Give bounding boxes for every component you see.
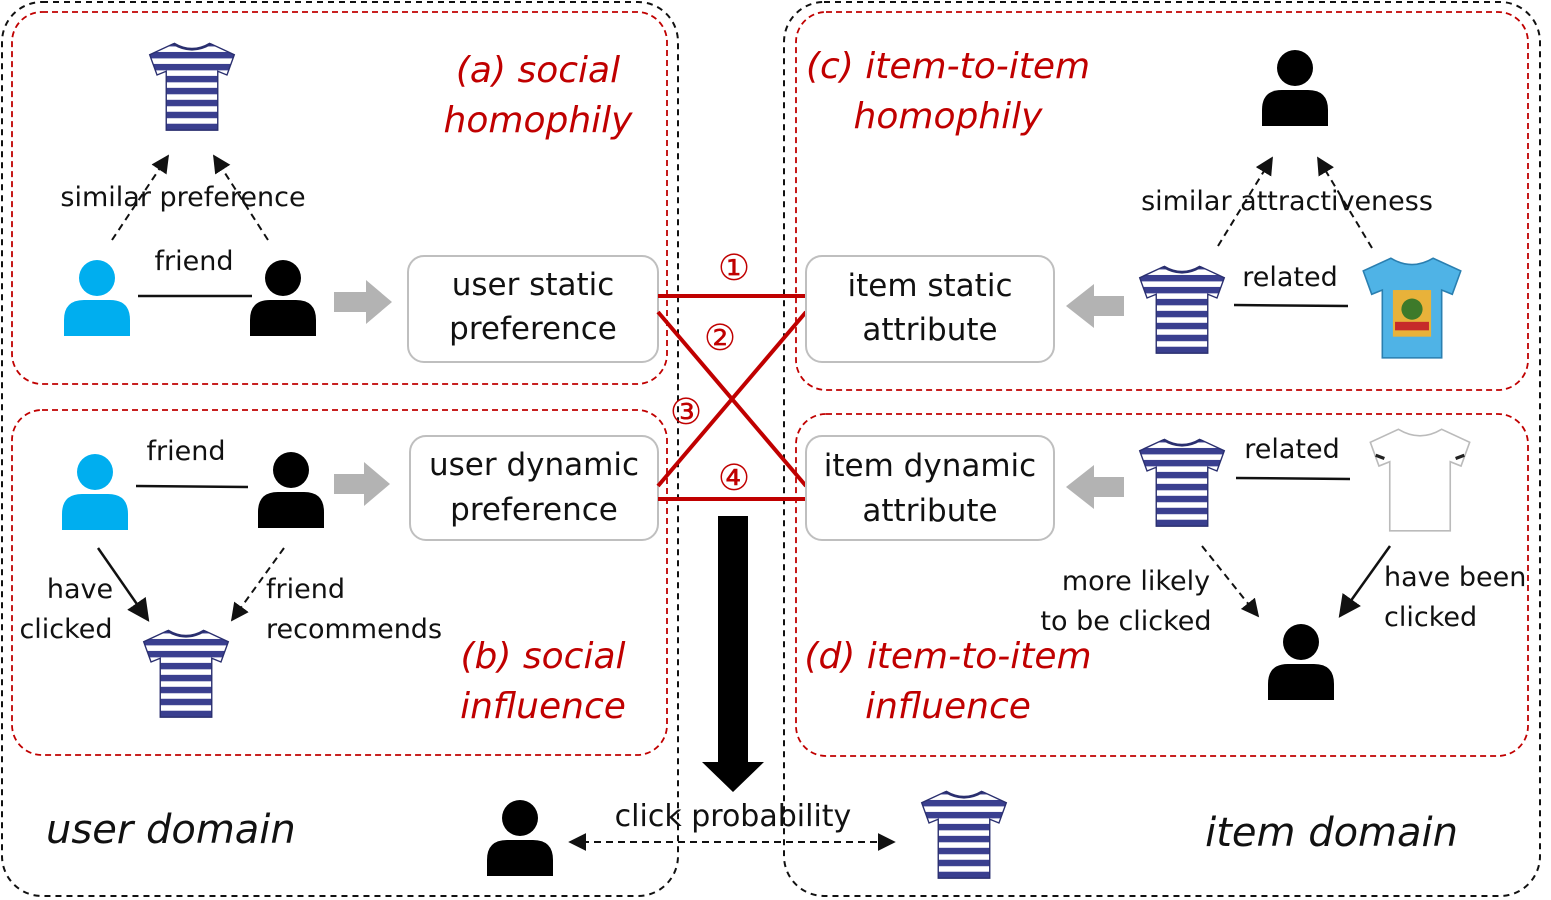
panel-a-title-2: homophily bbox=[444, 100, 634, 141]
related-label-d: related bbox=[1244, 434, 1340, 465]
panel-d-border bbox=[795, 413, 1529, 757]
item-dynamic-line1: item dynamic bbox=[824, 448, 1036, 484]
item-static-line1: item static bbox=[847, 268, 1012, 304]
panel-c-border bbox=[795, 11, 1529, 391]
gray-arrow bbox=[1066, 284, 1124, 328]
dashed-arrow bbox=[1201, 545, 1260, 618]
person-icon bbox=[258, 452, 324, 528]
person-icon-blue bbox=[62, 454, 128, 530]
dashed-arrow bbox=[1317, 156, 1373, 249]
dashed-arrow bbox=[111, 154, 169, 241]
dashed-arrow bbox=[230, 547, 285, 622]
connection-4-label: ④ bbox=[718, 458, 750, 499]
similar-preference-label: similar preference bbox=[60, 182, 305, 213]
user-static-line1: user static bbox=[452, 267, 615, 303]
more-likely-line2: to be clicked bbox=[1040, 606, 1211, 637]
person-icon bbox=[487, 800, 553, 876]
panel-b-title-1: (b) social bbox=[460, 636, 625, 677]
panel-c-title-1: (c) item-to-item bbox=[806, 46, 1090, 87]
panel-c-title-2: homophily bbox=[854, 96, 1044, 137]
shirt-icon bbox=[1138, 438, 1226, 528]
panel-b-title-2: influence bbox=[460, 686, 626, 727]
related-link bbox=[1233, 303, 1349, 308]
have-been-clicked-line1: have been bbox=[1384, 562, 1526, 593]
related-link bbox=[1235, 476, 1351, 481]
shirt-icon bbox=[920, 790, 1008, 880]
person-icon bbox=[1262, 50, 1328, 126]
user-domain-border bbox=[1, 1, 679, 897]
connection-3 bbox=[656, 310, 808, 488]
person-icon bbox=[250, 260, 316, 336]
shirt-icon bbox=[1138, 265, 1226, 355]
dashed-arrow bbox=[1217, 156, 1273, 247]
connection-3-label: ③ bbox=[670, 392, 702, 433]
item-domain-label: item domain bbox=[1205, 810, 1458, 856]
friend-label-a: friend bbox=[155, 246, 234, 277]
item-static-line2: attribute bbox=[862, 312, 997, 348]
gray-arrow bbox=[334, 462, 390, 506]
item-dynamic-line2: attribute bbox=[862, 493, 997, 529]
shirt-icon-printed bbox=[1362, 257, 1462, 359]
click-probability-label: click probability bbox=[615, 799, 852, 834]
person-icon bbox=[1268, 624, 1334, 700]
have-been-clicked-line2: clicked bbox=[1384, 602, 1477, 633]
user-domain-label: user domain bbox=[46, 807, 296, 853]
dashed-arrow bbox=[213, 154, 269, 241]
solid-arrow bbox=[1338, 545, 1392, 618]
gray-arrow bbox=[1066, 465, 1124, 509]
friend-link bbox=[135, 484, 249, 489]
item-domain-border bbox=[783, 1, 1541, 897]
user-dynamic-line2: preference bbox=[450, 492, 618, 528]
shirt-icon bbox=[142, 629, 230, 719]
gray-arrow bbox=[334, 280, 392, 324]
shirt-icon-white bbox=[1368, 427, 1472, 533]
more-likely-line1: more likely bbox=[1062, 566, 1210, 597]
have-clicked-line1: have bbox=[47, 574, 113, 605]
person-icon-blue bbox=[64, 260, 130, 336]
friend-recommends-line2: recommends bbox=[266, 614, 442, 645]
item-static-box bbox=[805, 255, 1055, 363]
connection-1-label: ① bbox=[718, 248, 750, 289]
friend-label-b: friend bbox=[147, 436, 226, 467]
panel-d-title-2: influence bbox=[865, 686, 1031, 727]
user-dynamic-line1: user dynamic bbox=[429, 447, 639, 483]
connection-2-label: ② bbox=[704, 318, 736, 359]
related-label-c: related bbox=[1242, 262, 1338, 293]
item-dynamic-box bbox=[805, 435, 1055, 541]
user-static-box bbox=[407, 255, 659, 363]
user-static-line2: preference bbox=[449, 311, 617, 347]
shirt-icon bbox=[148, 42, 236, 132]
panel-b-border bbox=[11, 409, 668, 756]
friend-recommends-line1: friend bbox=[266, 574, 345, 605]
solid-arrow bbox=[96, 547, 150, 622]
have-clicked-line2: clicked bbox=[19, 614, 112, 645]
user-dynamic-box bbox=[409, 435, 659, 541]
similar-attractiveness-label: similar attractiveness bbox=[1141, 186, 1433, 217]
big-down-arrow bbox=[702, 516, 764, 792]
panel-a-title-1: (a) social bbox=[456, 50, 620, 91]
panel-d-title-1: (d) item-to-item bbox=[804, 636, 1091, 677]
